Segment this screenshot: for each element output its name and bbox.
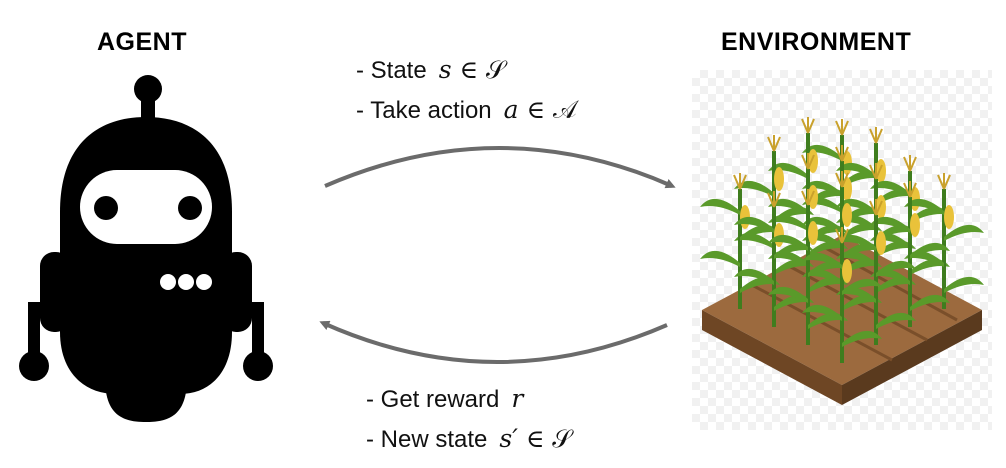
arrow-right-curved (324, 146, 676, 189)
robot-icon (19, 75, 273, 422)
arrow-left-curved (319, 320, 668, 364)
cornfield-icon (700, 117, 984, 405)
environment-title: ENVIRONMENT (721, 28, 912, 56)
corn-plant (768, 189, 848, 345)
corn-plant (802, 227, 882, 363)
agent-title: AGENT (97, 28, 187, 56)
